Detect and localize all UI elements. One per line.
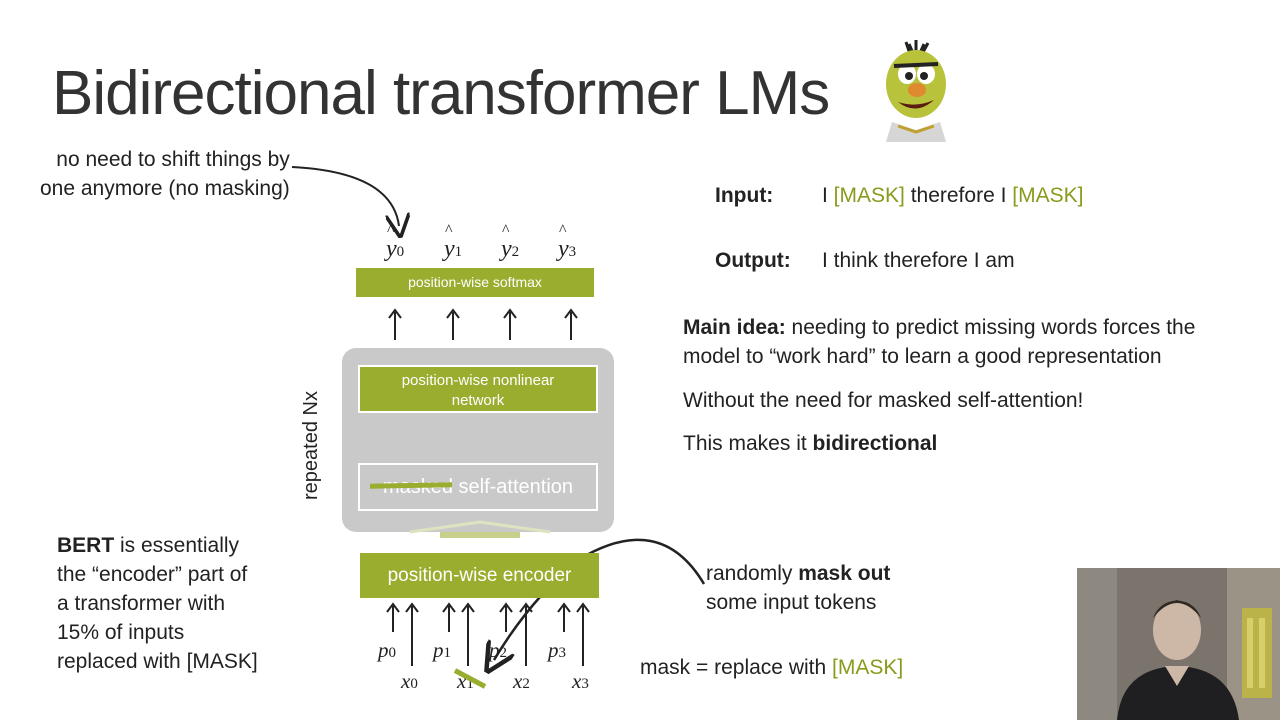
shift-note-line2: one anymore (no masking) <box>40 177 290 200</box>
without-masked-text: Without the need for masked self-attenti… <box>683 389 1084 412</box>
bert-line1: BERT is essentially <box>57 534 240 557</box>
softmax-box: position-wise softmax <box>356 268 594 297</box>
input-example: I [MASK] therefore I [MASK] <box>822 184 1084 207</box>
shift-note-line1: no need to shift things by <box>56 148 290 171</box>
nonlinear-network-box: position-wise nonlinear network <box>358 365 598 413</box>
position-p2: p2 <box>489 638 507 662</box>
input-mask-token-2: [MASK] <box>1012 184 1084 207</box>
bert-line2: the “encoder” part of <box>57 563 248 586</box>
position-p3: p3 <box>548 638 566 662</box>
input-mask-token-1: [MASK] <box>833 184 905 207</box>
main-idea-line2: model to “work hard” to learn a good rep… <box>683 345 1162 368</box>
bert-description: BERT is essentially the “encoder” part o… <box>57 531 258 676</box>
shift-note: no need to shift things by one anymore (… <box>40 145 290 203</box>
nonlinear-line2: network <box>451 392 505 409</box>
mask-out-line2: some input tokens <box>706 591 877 614</box>
output-example: I think therefore I am <box>822 249 1015 272</box>
output-y2: y2 <box>501 222 519 263</box>
position-p1: p1 <box>433 638 451 662</box>
output-y0: y0 <box>386 222 404 263</box>
mask-out-line1: randomly mask out <box>706 562 891 585</box>
input-x3: x3 <box>572 669 589 693</box>
input-label: Input: <box>715 184 774 207</box>
input-x2: x2 <box>513 669 530 693</box>
output-label: Output: <box>715 249 791 272</box>
nonlinear-line1: position-wise nonlinear <box>401 372 555 389</box>
output-y1: y1 <box>444 222 462 263</box>
encoder-box: position-wise encoder <box>360 553 599 598</box>
presenter-webcam <box>1077 568 1280 720</box>
bidirectional-text: This makes it bidirectional <box>683 432 938 455</box>
input-x1: x1 <box>457 669 474 693</box>
input-x0: x0 <box>401 669 418 693</box>
main-idea-line1: Main idea: needing to predict missing wo… <box>683 316 1196 339</box>
panel-connector <box>409 520 551 538</box>
position-p0: p0 <box>378 638 396 662</box>
bert-line4: 15% of inputs <box>57 621 185 644</box>
self-attention-label: self-attention <box>452 476 574 498</box>
mask-out-note: randomly mask out some input tokens <box>706 559 890 617</box>
output-y3: y3 <box>558 222 576 263</box>
bert-line5: replaced with [MASK] <box>57 650 258 673</box>
repeated-nx-label: repeated Nx <box>300 391 322 500</box>
mask-equation: mask = replace with [MASK] <box>640 656 904 679</box>
slide-title: Bidirectional transformer LMs <box>52 59 830 128</box>
bert-line3: a transformer with <box>57 592 226 615</box>
bert-muppet-icon <box>876 40 956 142</box>
